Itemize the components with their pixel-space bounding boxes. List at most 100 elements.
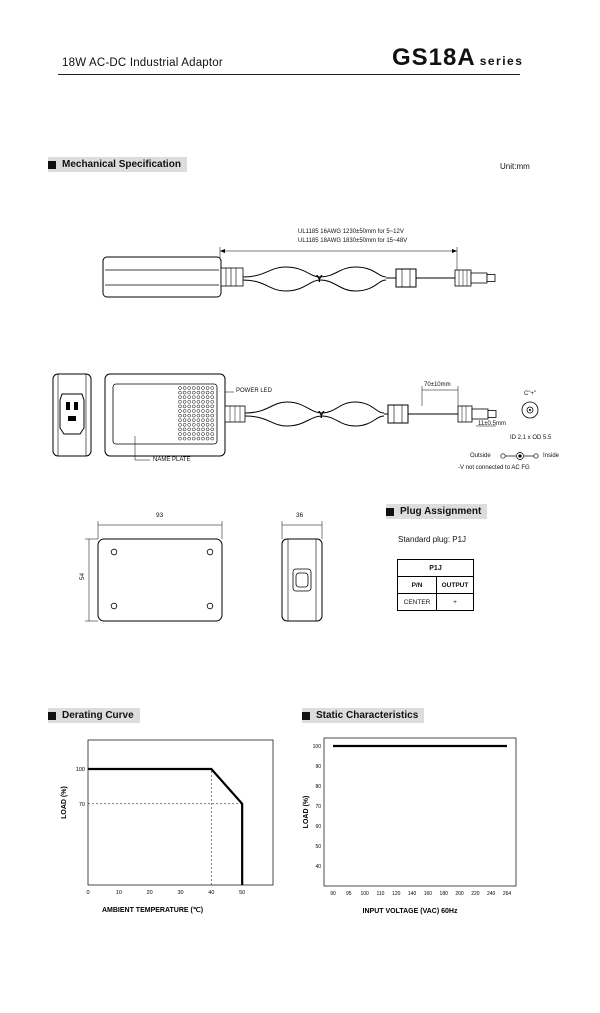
- document-subtitle: 18W AC-DC Industrial Adaptor: [62, 57, 223, 69]
- vent-hole: [178, 427, 182, 432]
- y-tick-label: 90: [315, 764, 321, 770]
- row-pin-cell: CENTER: [397, 593, 437, 611]
- x-tick-label: 40: [208, 890, 214, 896]
- x-tick-label: 50: [239, 890, 245, 896]
- vent-hole: [187, 432, 191, 436]
- vent-hole: [178, 400, 182, 404]
- vent-hole: [187, 418, 191, 422]
- vent-hole: [182, 404, 187, 409]
- mechanical-spec-heading: Mechanical Specification: [48, 157, 187, 172]
- vent-hole: [182, 390, 187, 395]
- vent-hole: [201, 390, 205, 395]
- svg-text:Y: Y: [316, 274, 323, 285]
- table-row: CENTER +: [397, 593, 474, 611]
- svg-text:Y: Y: [318, 410, 325, 421]
- vent-hole: [192, 395, 196, 399]
- vent-hole: [210, 436, 214, 441]
- vent-hole: [196, 418, 201, 422]
- vent-hole: [192, 432, 196, 436]
- vent-hole: [201, 427, 205, 432]
- vent-hole: [201, 404, 205, 409]
- y-tick-label: 60: [315, 824, 321, 830]
- x-tick-label: 20: [147, 890, 153, 896]
- power-led-label: POWER LED: [236, 388, 273, 394]
- x-tick-label: 220: [471, 891, 480, 897]
- vent-hole: [192, 386, 196, 390]
- vent-hole: [192, 436, 196, 441]
- vent-hole: [205, 404, 210, 409]
- x-tick-label: 240: [487, 891, 496, 897]
- vent-hole: [196, 409, 201, 413]
- standard-plug-label: Standard plug: P1J: [398, 535, 467, 544]
- vent-hole: [201, 400, 205, 404]
- vent-hole: [178, 413, 182, 418]
- plot-frame: [323, 737, 517, 887]
- vent-hole: [182, 413, 187, 418]
- vent-hole: [182, 432, 187, 436]
- vent-hole: [201, 423, 205, 427]
- plug-length-dimension: 11±0.5mm: [478, 421, 506, 427]
- x-tick-label: 200: [455, 891, 464, 897]
- vent-hole: [192, 413, 196, 418]
- vent-hole: [210, 423, 214, 427]
- plug-heading-text: Plug Assignment: [400, 506, 482, 517]
- x-tick-label: 90: [330, 891, 336, 897]
- vent-hole: [205, 436, 210, 441]
- vent-hole: [210, 432, 214, 436]
- col-pin-header: P/N: [397, 576, 437, 594]
- vent-hole: [205, 400, 210, 404]
- vent-hole: [187, 386, 191, 390]
- vent-hole: [192, 400, 196, 404]
- width-dimension: 93: [156, 512, 164, 519]
- x-tick-label: 100: [360, 891, 369, 897]
- vent-hole: [187, 395, 191, 399]
- vent-hole: [182, 386, 187, 390]
- fg-note: -V not connected to AC FG: [458, 465, 530, 471]
- plug-table-title: P1J: [397, 559, 474, 577]
- name-plate-label: NAME PLATE: [153, 457, 191, 463]
- y-tick-label: 100: [313, 744, 322, 750]
- vent-hole: [192, 427, 196, 432]
- vent-hole: [192, 404, 196, 409]
- y-tick-label: 40: [315, 864, 321, 870]
- vent-hole: [192, 409, 196, 413]
- depth-dimension: 36: [296, 512, 304, 519]
- vent-hole: [187, 427, 191, 432]
- vent-hole: [178, 404, 182, 409]
- vent-hole: [178, 390, 182, 395]
- x-tick-label: 140: [408, 891, 417, 897]
- vent-hole: [205, 395, 210, 399]
- header-rule: [58, 74, 520, 75]
- outline-dimension-drawing: [85, 521, 323, 622]
- x-tick-label: 120: [392, 891, 401, 897]
- vent-hole: [210, 413, 214, 418]
- cable-length-dimension: 70±10mm: [424, 382, 451, 388]
- vent-hole: [178, 432, 182, 436]
- series-label: series: [479, 54, 524, 68]
- section-bullet-icon: [48, 160, 56, 169]
- model-name: GS18A: [392, 44, 476, 71]
- vent-hole: [178, 423, 182, 427]
- vent-hole: [196, 413, 201, 418]
- static-characteristics-heading: Static Characteristics: [302, 708, 425, 723]
- vent-hole: [205, 413, 210, 418]
- y-tick-label: 100: [76, 767, 85, 773]
- col-output-header: OUTPUT: [436, 576, 474, 594]
- vent-hole: [205, 418, 210, 422]
- vent-hole: [210, 418, 214, 422]
- vent-hole: [205, 432, 210, 436]
- unit-label: Unit:mm: [500, 162, 530, 171]
- front-view-drawing: Y: [52, 373, 539, 461]
- row-output-cell: +: [436, 593, 474, 611]
- y-tick-label: 50: [315, 844, 321, 850]
- vent-hole: [196, 386, 201, 390]
- derating-curve-heading: Derating Curve: [48, 708, 140, 723]
- vent-hole: [201, 432, 205, 436]
- y-axis-label: LOAD (%): [61, 786, 68, 819]
- vent-hole: [187, 436, 191, 441]
- vent-hole: [178, 418, 182, 422]
- vent-holes: [178, 386, 214, 441]
- x-tick-label: 30: [177, 890, 183, 896]
- x-tick-label: 264: [503, 891, 512, 897]
